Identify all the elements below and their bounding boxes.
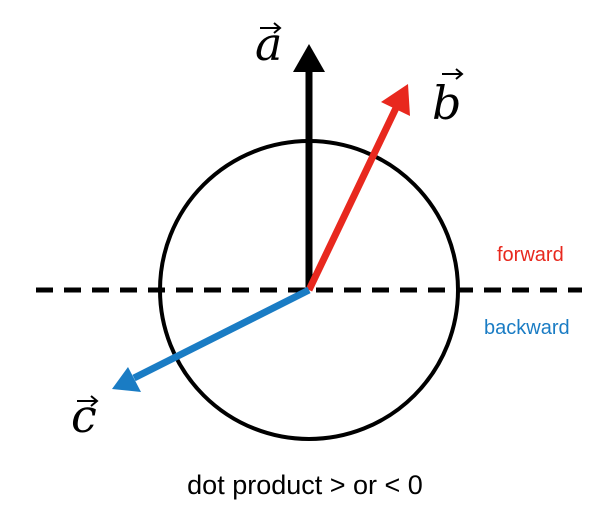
vector-b-label: b <box>432 68 464 130</box>
vector-c-label: c <box>71 389 99 443</box>
vector-a-arrow <box>293 44 325 290</box>
vector-a-accent-icon <box>260 22 282 34</box>
forward-label: forward <box>497 244 564 266</box>
vector-b-accent-icon <box>442 68 464 80</box>
vector-c-arrowhead <box>112 367 141 392</box>
backward-label: backward <box>484 317 570 339</box>
vector-b-shaft <box>305 106 400 292</box>
vector-b-arrowhead <box>381 84 410 116</box>
vector-a-arrowhead <box>293 44 325 72</box>
vector-c-shaft <box>132 286 311 382</box>
caption: dot product > or < 0 <box>187 470 423 500</box>
vector-a-letter: a <box>255 17 282 71</box>
vector-c-accent-icon <box>77 395 99 407</box>
vector-b-arrow <box>305 84 410 292</box>
vector-b-letter: b <box>432 76 461 130</box>
vector-c-arrow <box>112 286 311 392</box>
vector-a-label: a <box>255 17 282 71</box>
